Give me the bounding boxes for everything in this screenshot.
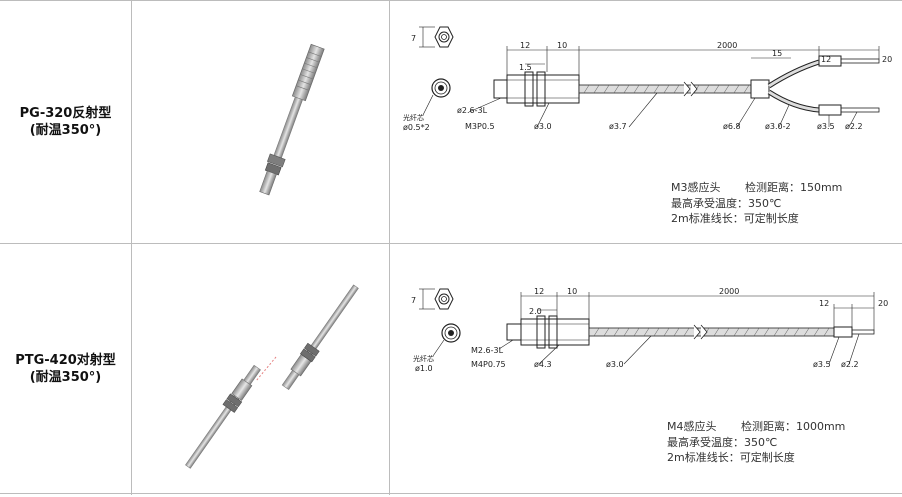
fiber-core-dia: ø0.5*2 — [403, 123, 430, 132]
product-photo — [131, 244, 389, 493]
spec-line-2: 最高承受温度：350℃ — [671, 197, 782, 210]
fiber-core-dia: ø1.0 — [415, 364, 433, 373]
dim-d2-2: ø2.2 — [841, 360, 859, 369]
model-name: PG-320反射型 — [19, 105, 112, 121]
model-temp: (耐温350°) — [29, 122, 102, 138]
dim-d4-3: ø4.3 — [534, 360, 552, 369]
drawing-throughbeam: 7 光纤芯 ø1.0 — [411, 287, 888, 373]
dim-thread: M4P0.75 — [471, 360, 506, 369]
sensor-photo-reflective — [259, 43, 325, 196]
dimension-drawing: 7 光纤芯 ø1.0 — [389, 244, 902, 493]
spec-line-3: 2m标准线长：可定制长度 — [667, 451, 795, 464]
drawing-reflective: 7 光纤芯 ø0.5*2 — [403, 26, 892, 132]
dim-d3-0: ø3.0 — [606, 360, 624, 369]
model-name: PTG-420对射型 — [15, 352, 116, 368]
dim-thread: M3P0.5 — [465, 122, 495, 131]
dim-d3-0-2: ø3.0-2 — [765, 122, 791, 131]
model-cell: PTG-420对射型 (耐温350°) — [0, 244, 131, 493]
dim-tol: ø2.6-3L — [457, 106, 488, 115]
table-row-divider — [0, 243, 902, 244]
table-col-divider-1 — [131, 0, 132, 495]
dim-20: 20 — [882, 55, 892, 64]
dim-d2-2: ø2.2 — [845, 122, 863, 131]
dim-2000: 2000 — [719, 287, 739, 296]
dim-20: 20 — [878, 299, 888, 308]
dim-tol: M2.6-3L — [471, 346, 504, 355]
spec-line-2: 最高承受温度：350℃ — [667, 436, 778, 449]
dim-d3-0: ø3.0 — [534, 122, 552, 131]
sensor-photo-throughbeam — [185, 284, 359, 469]
table-border-top — [0, 0, 902, 1]
table-border-bottom — [0, 493, 902, 494]
dim-15: 15 — [772, 49, 782, 58]
fiber-core-label: 光纤芯 — [413, 354, 434, 363]
dim-d3-5: ø3.5 — [817, 122, 835, 131]
product-photo — [131, 0, 389, 243]
spec-line-1: M4感应头 检测距离：1000mm — [667, 420, 846, 433]
dim-hex-height: 7 — [411, 296, 416, 305]
dim-d3-7: ø3.7 — [609, 122, 627, 131]
model-temp: (耐温350°) — [29, 369, 102, 385]
dim-hex-height: 7 — [411, 34, 416, 43]
spec-line-1: M3感应头 检测距离：150mm — [671, 181, 843, 194]
table-col-divider-2 — [389, 0, 390, 495]
dim-2-0: 2.0 — [529, 307, 542, 316]
dim-1-5: 1.5 — [519, 63, 532, 72]
model-cell: PG-320反射型 (耐温350°) — [0, 0, 131, 243]
dim-2000: 2000 — [717, 41, 737, 50]
dimension-drawing: 7 光纤芯 ø0.5*2 — [389, 0, 902, 243]
dim-12b: 12 — [819, 299, 829, 308]
spec-line-3: 2m标准线长：可定制长度 — [671, 212, 799, 225]
fiber-core-label: 光纤芯 — [403, 113, 424, 122]
dim-12: 12 — [520, 41, 530, 50]
dim-12: 12 — [534, 287, 544, 296]
dim-d3-5: ø3.5 — [813, 360, 831, 369]
dim-12b: 12 — [821, 55, 831, 64]
dim-d6-8: ø6.8 — [723, 122, 741, 131]
dim-10: 10 — [557, 41, 567, 50]
dim-10: 10 — [567, 287, 577, 296]
